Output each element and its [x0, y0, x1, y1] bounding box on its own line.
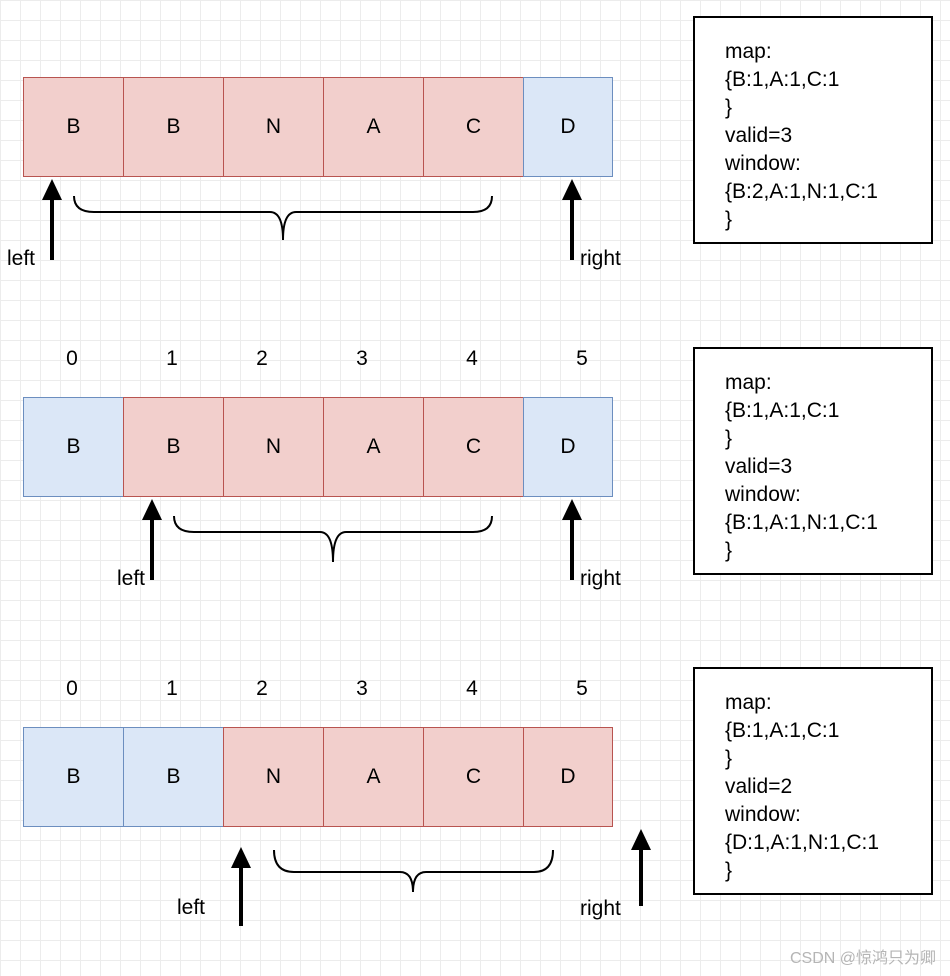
index-label-5: 5 — [576, 347, 588, 370]
window-value: {D:1,A:1,N:1,C:1 — [725, 831, 880, 854]
index-label-0: 0 — [66, 347, 78, 370]
array-cell-2: N — [223, 727, 324, 827]
array-cell-1: B — [123, 77, 224, 177]
window-label: window: — [725, 152, 801, 175]
array-cell-4: C — [423, 77, 524, 177]
window-brace — [73, 195, 493, 241]
index-label-3: 3 — [356, 677, 368, 700]
window-value: {B:1,A:1,N:1,C:1 — [725, 511, 878, 534]
index-label-0: 0 — [66, 677, 78, 700]
panel-2-annotations — [142, 499, 582, 580]
diagram-panel-2: 0 1 2 3 4 5 B B N A C D left right map: … — [23, 347, 933, 590]
watermark: CSDN @惊鸿只为卿 — [789, 950, 936, 967]
array-cell-5: D — [523, 397, 613, 497]
right-pointer-arrow — [562, 499, 582, 580]
window-label: window: — [725, 803, 801, 826]
array-cell-5: D — [523, 77, 613, 177]
valid-count: valid=3 — [725, 455, 793, 478]
array-cell-5: D — [523, 727, 613, 827]
array-cell-3: A — [323, 397, 424, 497]
right-pointer-label: right — [580, 897, 621, 920]
map-label: map: — [725, 691, 772, 714]
window-close: } — [725, 539, 733, 562]
left-pointer-label: left — [7, 247, 36, 270]
map-value: {B:1,A:1,C:1 — [725, 399, 840, 422]
array-cell-0: B — [23, 727, 124, 827]
state-info-box: map: {B:1,A:1,C:1 } valid=3 window: {B:2… — [693, 16, 933, 244]
map-label: map: — [725, 40, 772, 63]
array-cell-4: C — [423, 397, 524, 497]
state-info-box: map: {B:1,A:1,C:1 } valid=2 window: {D:1… — [693, 667, 933, 895]
right-pointer-label: right — [580, 247, 621, 270]
panel-1-annotations — [42, 179, 582, 260]
window-brace — [273, 849, 554, 893]
left-pointer-arrow — [42, 179, 62, 260]
valid-count: valid=2 — [725, 775, 793, 798]
index-label-2: 2 — [256, 677, 268, 700]
window-value: {B:2,A:1,N:1,C:1 — [725, 180, 878, 203]
left-pointer-arrow — [231, 847, 251, 926]
state-info-box: map: {B:1,A:1,C:1 } valid=3 window: {B:1… — [693, 347, 933, 575]
map-value: {B:1,A:1,C:1 — [725, 719, 840, 742]
window-close: } — [725, 208, 733, 231]
diagram-panel-1: B B N A C D left right map: {B:1,A:1,C:1… — [0, 0, 950, 300]
array-cell-1: B — [123, 397, 224, 497]
map-close: } — [725, 96, 733, 119]
window-brace — [173, 515, 493, 563]
map-close: } — [725, 747, 733, 770]
index-label-4: 4 — [466, 347, 478, 370]
map-label: map: — [725, 371, 772, 394]
array-cell-2: N — [223, 77, 324, 177]
index-label-1: 1 — [166, 677, 178, 700]
array-cell-3: A — [323, 77, 424, 177]
index-label-1: 1 — [166, 347, 178, 370]
index-label-4: 4 — [466, 677, 478, 700]
map-value: {B:1,A:1,C:1 — [725, 68, 840, 91]
array-cell-0: B — [23, 397, 124, 497]
array-cell-4: C — [423, 727, 524, 827]
valid-count: valid=3 — [725, 124, 793, 147]
map-close: } — [725, 427, 733, 450]
window-close: } — [725, 859, 733, 882]
index-label-5: 5 — [576, 677, 588, 700]
left-pointer-label: left — [117, 567, 146, 590]
index-label-2: 2 — [256, 347, 268, 370]
array-cell-1: B — [123, 727, 224, 827]
left-pointer-label: left — [177, 896, 206, 919]
index-label-3: 3 — [356, 347, 368, 370]
left-pointer-arrow — [142, 499, 162, 580]
right-pointer-arrow — [562, 179, 582, 260]
window-label: window: — [725, 483, 801, 506]
right-pointer-arrow — [631, 829, 651, 906]
right-pointer-label: right — [580, 567, 621, 590]
array-cell-0: B — [23, 77, 124, 177]
array-cell-2: N — [223, 397, 324, 497]
